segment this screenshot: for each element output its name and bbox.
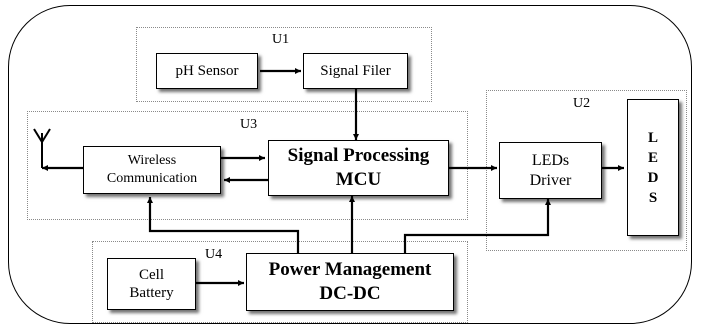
ph-sensor-label: pH Sensor (175, 63, 239, 79)
wireless-label-line2: Communication (106, 171, 198, 186)
leds-driver-line1: LEDs (531, 151, 570, 169)
leds-letter-e: E (647, 149, 658, 166)
arrow-power-to-driver (403, 199, 551, 253)
group-u2 (486, 90, 687, 251)
leds-driver-block: LEDs Driver (499, 142, 602, 199)
group-u3 (27, 111, 468, 220)
leds-block: L E D S (627, 99, 679, 236)
power-management-line1: Power Management (268, 259, 432, 280)
mcu-label-line2: MCU (335, 169, 382, 190)
leds-driver-line2: Driver (529, 171, 572, 189)
leds-letter-l: L (647, 129, 658, 146)
ph-sensor-block: pH Sensor (156, 53, 258, 89)
signal-processing-mcu-block: Signal Processing MCU (268, 140, 449, 196)
cell-battery-line2: Battery (129, 285, 174, 301)
antenna-icon (33, 128, 51, 168)
group-u4-label: U4 (205, 247, 223, 262)
leds-letter-d: D (647, 169, 659, 186)
arrow-power-to-wireless (147, 197, 300, 253)
wireless-communication-block: Wireless Communication (83, 146, 221, 194)
group-u2-label: U2 (573, 96, 591, 111)
signal-filter-label: Signal Filer (320, 63, 391, 79)
cell-battery-block: Cell Battery (107, 258, 196, 310)
cell-battery-line1: Cell (139, 267, 164, 283)
wireless-label-line1: Wireless (127, 153, 177, 168)
power-management-block: Power Management DC-DC (246, 253, 454, 311)
device-outline (8, 5, 692, 324)
group-u3-label: U3 (240, 117, 258, 132)
signal-filter-block: Signal Filer (303, 53, 408, 89)
group-u1 (136, 27, 432, 102)
leds-letter-s: S (648, 189, 658, 206)
mcu-label-line1: Signal Processing (287, 145, 430, 166)
group-u4 (92, 241, 468, 323)
group-u1-label: U1 (272, 32, 290, 47)
power-management-line2: DC-DC (319, 283, 381, 304)
